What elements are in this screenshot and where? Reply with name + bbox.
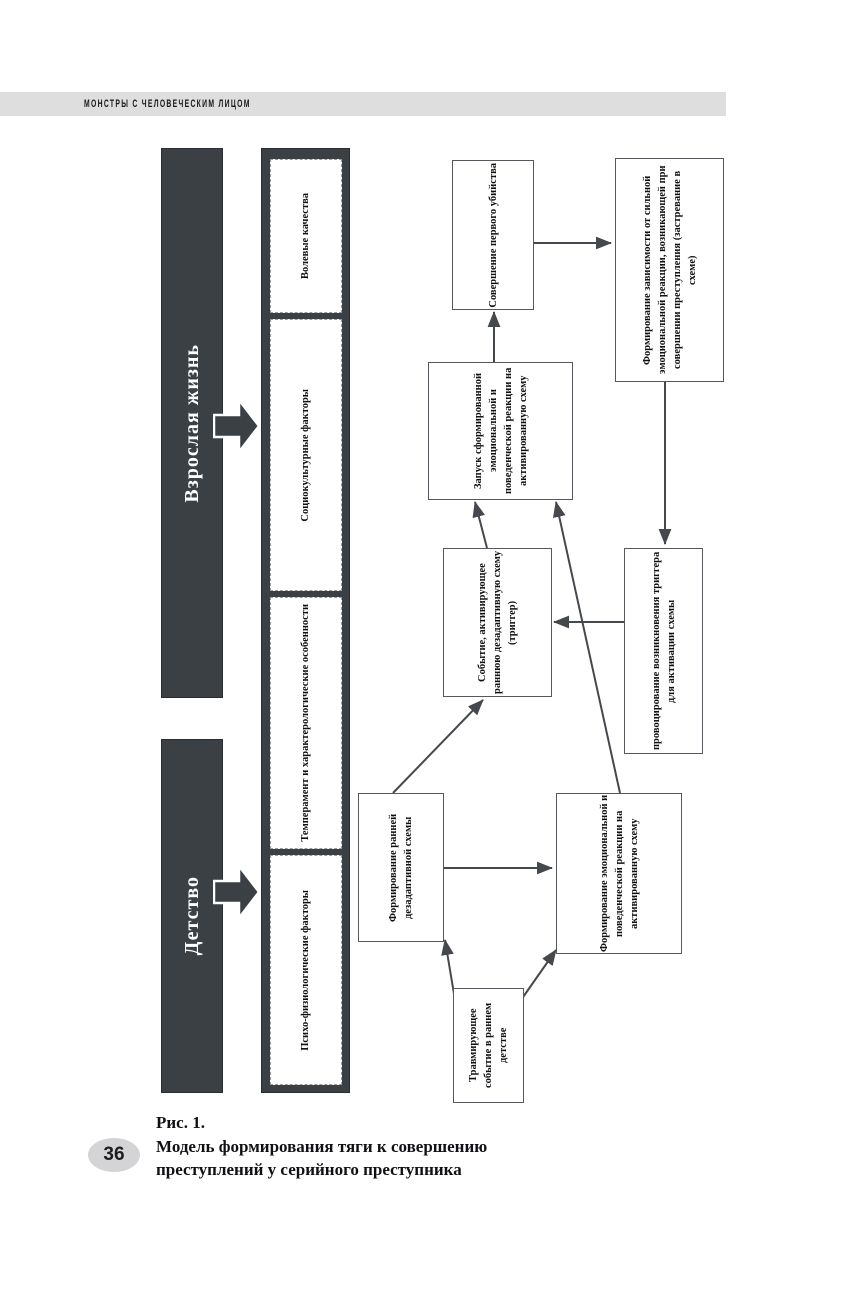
- node-provocation: провоцирование возникновения триггера дл…: [624, 548, 703, 754]
- block-arrow-icon-childhood: [213, 862, 261, 922]
- page-number-badge: 36: [88, 1138, 140, 1172]
- node-emo-reaction-label: Формирование эмоциональной и поведенческ…: [598, 794, 640, 953]
- factor-box-temperament: Темперамент и характерологические особен…: [270, 597, 342, 849]
- factor-box-psychophysiological: Психо-физиологические факторы: [270, 855, 342, 1085]
- factor-box-sociocultural: Социокультурные факторы: [270, 319, 342, 591]
- node-early-scheme: Формирование ранней дезадаптивной схемы: [358, 793, 444, 942]
- node-dependency-label: Формирование зависимости от сильной эмоц…: [641, 165, 698, 375]
- node-first-murder-label: Совершение первого убийства: [487, 162, 499, 308]
- factor-box-volitional: Волевые качества: [270, 159, 342, 313]
- figure-caption-label: Рис. 1.: [156, 1113, 205, 1132]
- running-header-band: [0, 92, 726, 116]
- figure-canvas: Взрослая жизнь Детство Волевые качества …: [161, 148, 724, 1103]
- connector-layer: [392, 236, 672, 1001]
- edge-event-trigger-trigger-launch: [472, 501, 488, 549]
- node-trauma: Травмирующее событие в раннем детстве: [453, 988, 524, 1103]
- edge-emo-reaction-trigger-launch: [552, 501, 621, 794]
- edge-early-scheme-event-trigger: [392, 699, 484, 794]
- node-trigger-launch: Запуск сформированной эмоциональной и по…: [428, 362, 573, 500]
- figure-caption: Рис. 1. Модель формирования тяги к совер…: [156, 1111, 626, 1182]
- running-header-title: МОНСТРЫ С ЧЕЛОВЕЧЕСКИМ ЛИЦОМ: [84, 98, 251, 110]
- node-provocation-label: провоцирование возникновения триггера дл…: [650, 551, 677, 751]
- block-arrow-icon-adult: [213, 396, 261, 456]
- node-trigger-launch-label: Запуск сформированной эмоциональной и по…: [472, 367, 529, 495]
- node-emo-reaction: Формирование эмоциональной и поведенческ…: [556, 793, 682, 954]
- node-event-trigger-label: Событие, активирующее раннюю дезадаптивн…: [477, 550, 518, 695]
- node-event-trigger: Событие, активирующее раннюю дезадаптивн…: [443, 548, 552, 697]
- era-bar-childhood: Детство: [161, 739, 223, 1093]
- figure-caption-line2: преступлений у серийного преступника: [156, 1160, 462, 1179]
- node-trauma-label: Травмирующее событие в раннем детстве: [468, 1002, 509, 1089]
- figure-caption-line1: Модель формирования тяги к совершению: [156, 1136, 488, 1156]
- node-dependency: Формирование зависимости от сильной эмоц…: [615, 158, 724, 382]
- era-bar-adult: Взрослая жизнь: [161, 148, 223, 698]
- node-early-scheme-label: Формирование ранней дезадаптивной схемы: [388, 813, 414, 922]
- node-first-murder: Совершение первого убийства: [452, 160, 534, 310]
- factor-column: Волевые качества Социокультурные факторы…: [261, 148, 350, 1093]
- edge-trauma-emo-reaction: [520, 949, 557, 1001]
